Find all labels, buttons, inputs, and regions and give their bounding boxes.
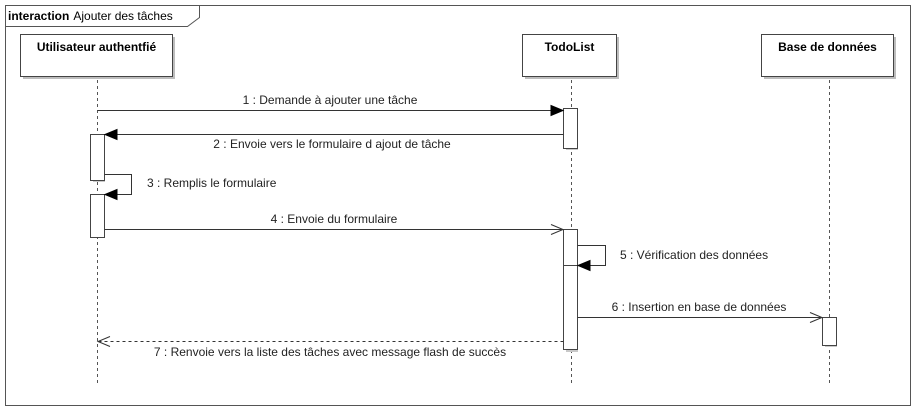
message-1-arrowhead <box>550 104 565 117</box>
message-6: 6 : Insertion en base de données <box>577 300 824 323</box>
message-5-label: 5 : Vérification des données <box>620 248 768 262</box>
frame-title: interaction Ajouter des tâches <box>8 9 173 23</box>
message-5-line <box>577 245 606 266</box>
participant-label-db: Base de données <box>778 40 877 54</box>
message-5: 5 : Vérification des données <box>576 245 768 272</box>
message-3-line <box>104 174 132 195</box>
message-2-arrowhead <box>103 128 118 141</box>
message-6-arrowhead <box>809 312 824 323</box>
participant-db: Base de données <box>761 34 896 79</box>
activation-todolist-2 <box>563 229 578 266</box>
participant-label-todolist: TodoList <box>545 40 595 54</box>
message-3-label: 3 : Remplis le formulaire <box>147 176 277 190</box>
participant-user: Utilisateur authentfié <box>20 34 175 79</box>
frame-name: Ajouter des tâches <box>73 9 172 23</box>
message-2: 2 : Envoie vers le formulaire d ajout de… <box>103 128 564 151</box>
interaction-frame: interaction Ajouter des tâches <box>5 5 911 406</box>
message-6-label: 6 : Insertion en base de données <box>612 300 787 314</box>
activation-user-1 <box>90 134 105 181</box>
message-1-label: 1 : Demande à ajouter une tâche <box>243 93 418 107</box>
participant-label-user: Utilisateur authentfié <box>37 40 157 54</box>
frame-border <box>5 5 911 406</box>
message-4-label: 4 : Envoie du formulaire <box>271 212 398 226</box>
frame-tab <box>5 5 200 27</box>
activation-db-1 <box>822 317 837 346</box>
message-2-label: 2 : Envoie vers le formulaire d ajout de… <box>213 137 451 151</box>
frame-keyword: interaction <box>8 9 69 23</box>
message-3-arrowhead <box>103 188 118 201</box>
message-3: 3 : Remplis le formulaire <box>103 174 277 201</box>
activation-bars <box>90 108 837 352</box>
activation-todolist-1 <box>563 108 578 149</box>
activation-user-2 <box>90 194 105 238</box>
message-4: 4 : Envoie du formulaire <box>104 212 565 235</box>
message-7-label: 7 : Renvoie vers la liste des tâches ave… <box>154 345 506 359</box>
message-1: 1 : Demande à ajouter une tâche <box>97 93 565 117</box>
message-7: 7 : Renvoie vers la liste des tâches ave… <box>96 336 564 359</box>
message-4-arrowhead <box>550 224 565 235</box>
activation-todolist-3 <box>563 265 578 350</box>
message-7-arrowhead <box>96 336 111 347</box>
message-5-arrowhead <box>576 259 591 272</box>
participant-todolist: TodoList <box>522 34 619 79</box>
